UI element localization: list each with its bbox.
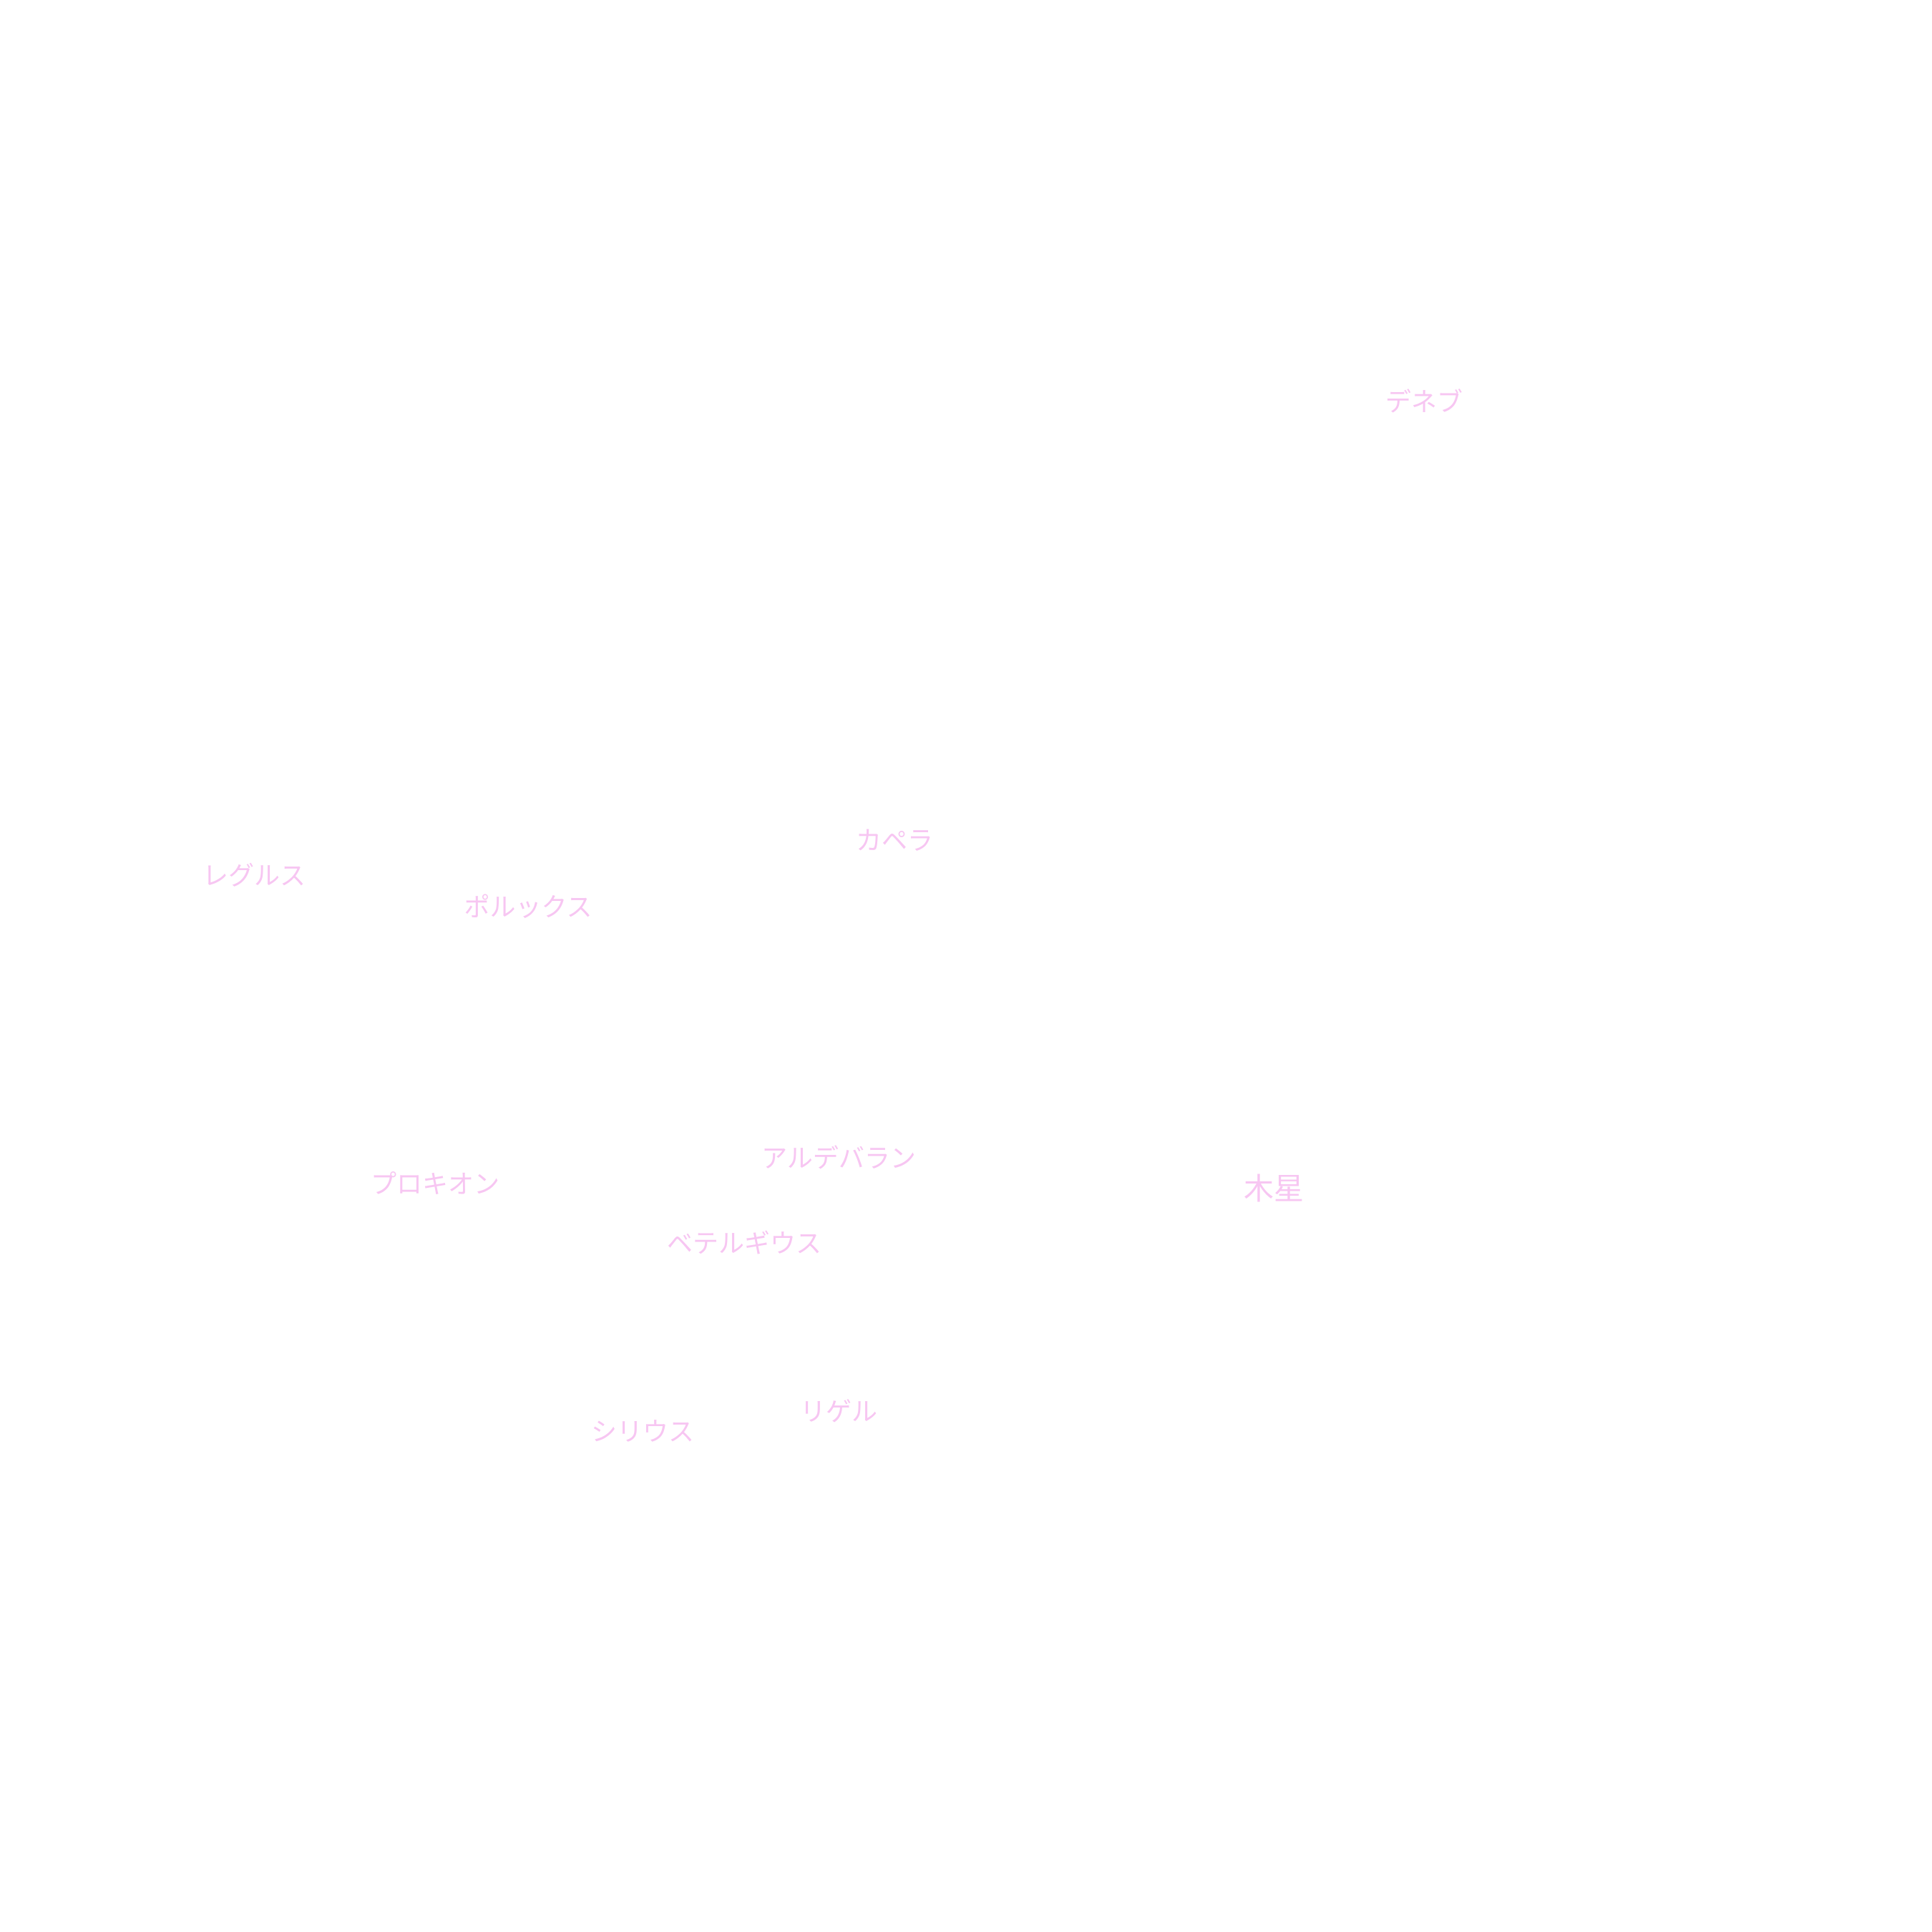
star-label-procyon: プロキオン bbox=[370, 1170, 500, 1199]
star-label-regulus: レグルス bbox=[202, 862, 306, 891]
star-label-betelgeuse: ベテルギウス bbox=[666, 1229, 822, 1259]
star-label-deneb: デネブ bbox=[1385, 388, 1463, 417]
star-label-pollux: ポルックス bbox=[464, 893, 592, 922]
star-label-rigel: リゲル bbox=[799, 1397, 878, 1427]
star-label-capella: カペラ bbox=[855, 826, 934, 856]
star-label-sirius: シリウス bbox=[590, 1418, 695, 1447]
star-label-aldebaran: アルデバラン bbox=[761, 1144, 916, 1174]
planet-label-jupiter: 木星 bbox=[1243, 1171, 1304, 1206]
